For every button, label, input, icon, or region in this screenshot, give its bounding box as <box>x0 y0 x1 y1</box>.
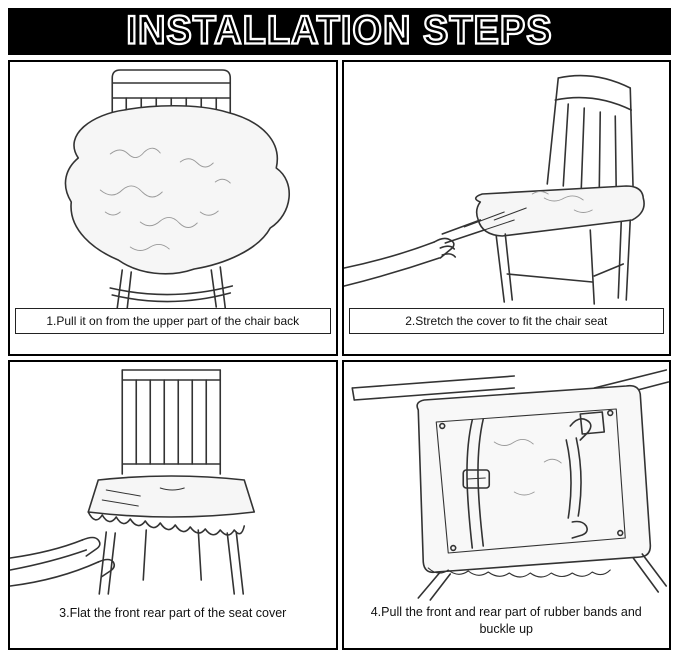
step-3-panel: 3.Flat the front rear part of the seat c… <box>8 360 338 650</box>
step-3-caption: 3.Flat the front rear part of the seat c… <box>59 606 287 621</box>
step-2-caption: 2.Stretch the cover to fit the chair sea… <box>348 307 664 334</box>
steps-row-2: 3.Flat the front rear part of the seat c… <box>8 360 671 650</box>
header-banner: INSTALLATION STEPS <box>8 8 671 55</box>
step-4-panel: 4.Pull the front and rear part of rubber… <box>341 360 671 650</box>
page-title: INSTALLATION STEPS <box>125 8 553 55</box>
step-1-panel: 1.Pull it on from the upper part of the … <box>8 60 338 356</box>
step-1-illustration-cover-over-chair-back <box>64 69 290 309</box>
steps-row-1: 1.Pull it on from the upper part of the … <box>8 60 671 356</box>
step-4-illustration-buckle-rubber-bands-underside <box>350 369 669 601</box>
step-1-caption: 1.Pull it on from the upper part of the … <box>15 307 331 334</box>
step-4-caption: 4.Pull the front and rear part of rubber… <box>370 605 642 637</box>
step-2-panel: 2.Stretch the cover to fit the chair sea… <box>341 60 671 356</box>
step-2-illustration-stretch-cover-on-seat <box>343 74 645 305</box>
step-3-illustration-flatten-seat-cover <box>10 369 256 595</box>
